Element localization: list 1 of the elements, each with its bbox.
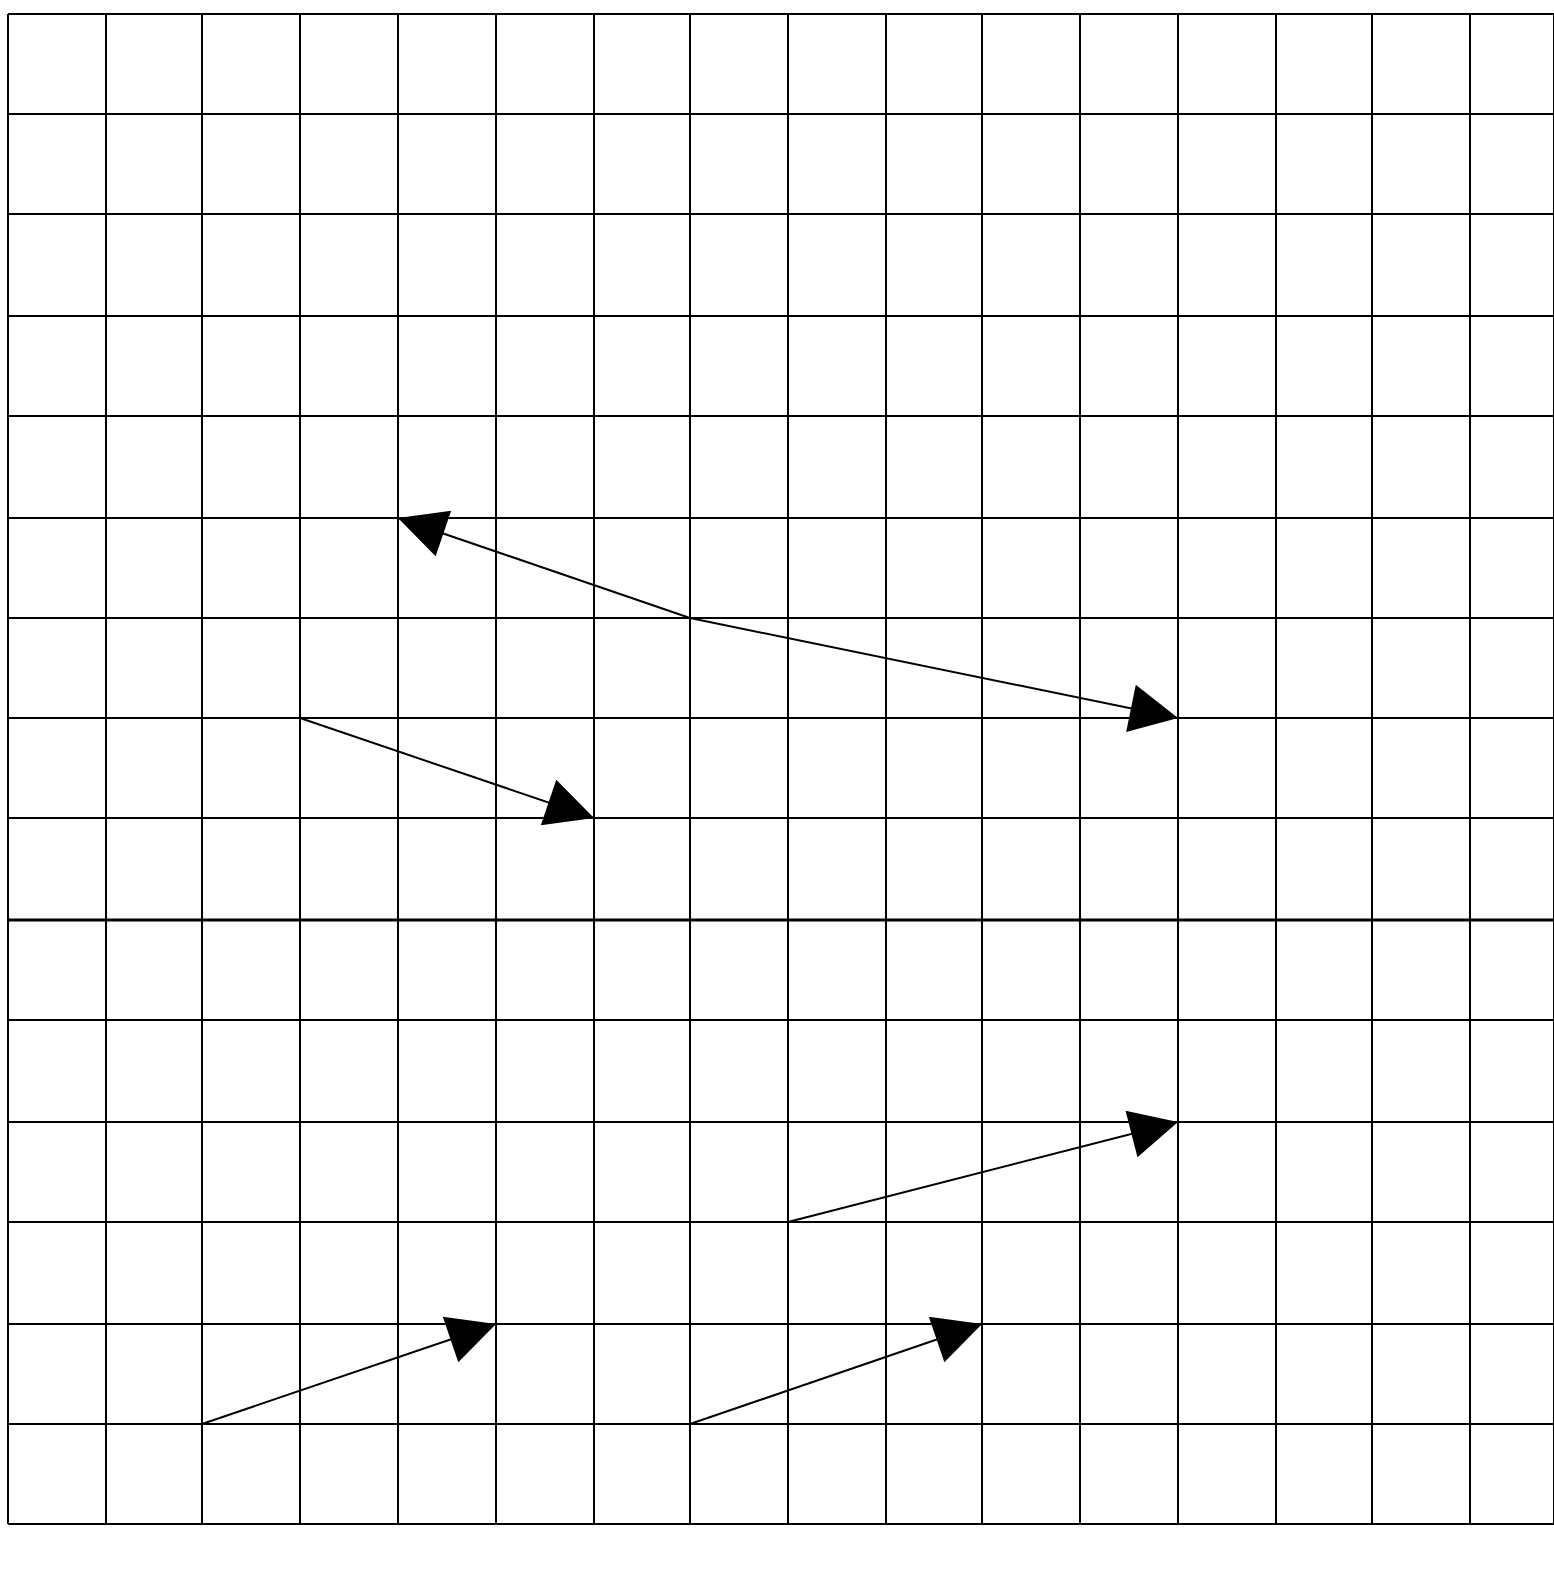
grid-drawing [7,13,1554,1525]
